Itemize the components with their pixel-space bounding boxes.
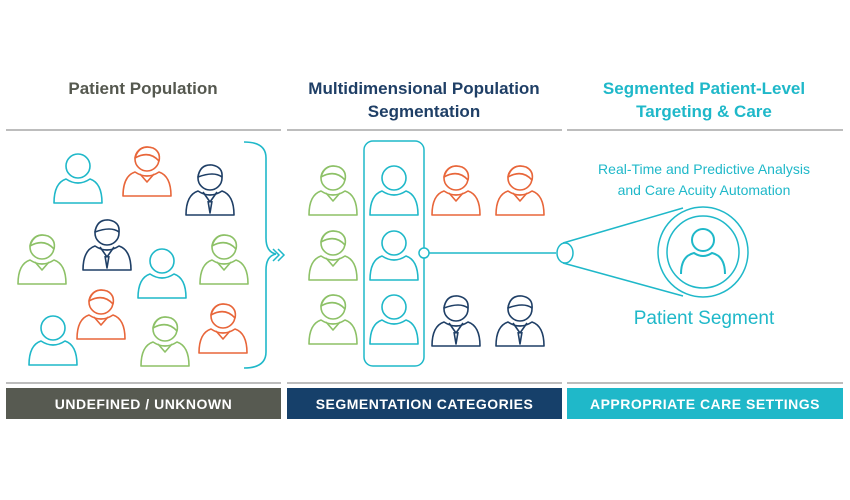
segmentation-grid	[308, 165, 545, 347]
person-icon	[369, 165, 419, 216]
segmentation-title: Multidimensional Population Segmentation	[308, 79, 540, 121]
top-divider-segmentation	[287, 129, 562, 131]
top-divider-population	[6, 129, 281, 131]
bottom-divider-targeting	[567, 382, 843, 384]
population-crowd	[17, 146, 249, 367]
targeting-title: Segmented Patient-Level Targeting & Care	[602, 79, 806, 121]
connector-node	[418, 247, 430, 259]
businessman-icon	[431, 295, 481, 347]
analysis-caption: Real-Time and Predictive Analysis and Ca…	[598, 161, 810, 198]
woman-icon	[122, 146, 172, 197]
woman-icon	[76, 289, 126, 340]
footer-care-settings: APPROPRIATE CARE SETTINGS	[567, 388, 843, 419]
woman-icon	[431, 165, 481, 216]
footer-segmentation-categories: SEGMENTATION CATEGORIES	[287, 388, 562, 419]
person-icon	[28, 315, 78, 366]
businessman-icon	[185, 164, 235, 216]
top-divider-targeting	[567, 129, 843, 131]
businessman-icon	[495, 295, 545, 347]
person-icon	[53, 153, 103, 204]
woman-icon	[308, 294, 358, 345]
population-title: Patient Population	[68, 79, 218, 98]
bottom-divider-segmentation	[287, 382, 562, 384]
woman-icon	[495, 165, 545, 216]
woman-icon	[17, 234, 67, 285]
curly-brace	[243, 141, 277, 369]
woman-icon	[198, 303, 248, 354]
patient-segment-label: Patient Segment	[633, 308, 775, 329]
bottom-divider-population	[6, 382, 281, 384]
person-icon	[369, 230, 419, 281]
person-icon	[137, 248, 187, 299]
patient-segment-icon	[680, 228, 726, 275]
spotlight-lens-icon	[556, 206, 749, 298]
person-icon	[369, 294, 419, 345]
footer-undefined: UNDEFINED / UNKNOWN	[6, 388, 281, 419]
double-chevron-right-icon	[272, 248, 286, 262]
businessman-icon	[82, 219, 132, 271]
woman-icon	[308, 230, 358, 281]
woman-icon	[199, 234, 249, 285]
woman-icon	[308, 165, 358, 216]
woman-icon	[140, 316, 190, 367]
